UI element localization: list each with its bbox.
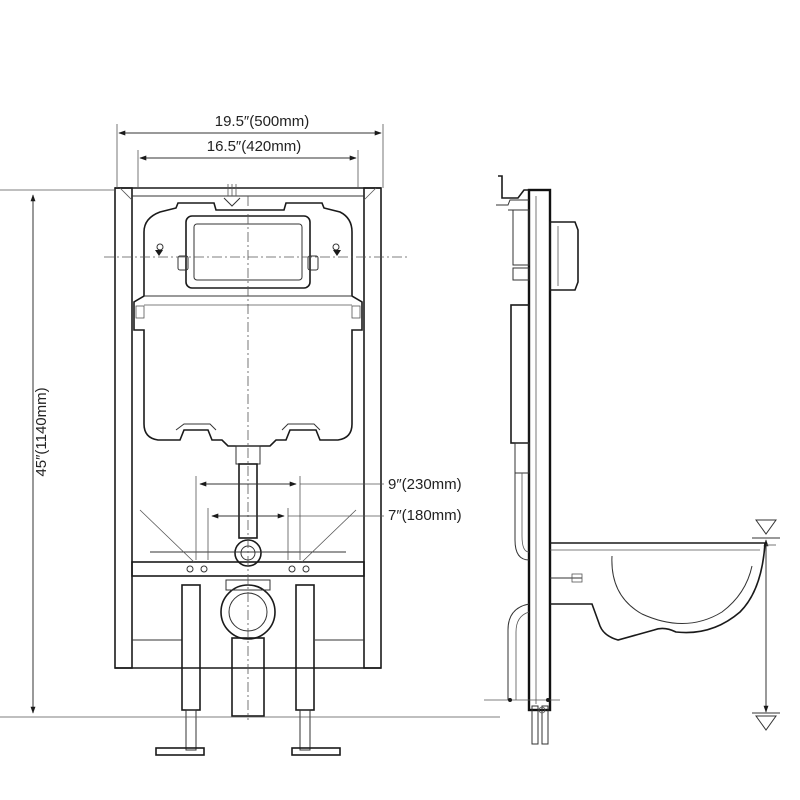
side-cistern-top	[512, 209, 530, 266]
inner-width-label: 16.5″(420mm)	[207, 138, 302, 155]
support-legs	[155, 584, 341, 756]
side-flush-pipe	[514, 473, 530, 561]
rim-level-marker	[755, 519, 777, 535]
level-marker-left	[155, 250, 163, 256]
outer-width-label: 19.5″(500mm)	[215, 113, 310, 130]
flush-pipe	[234, 445, 262, 567]
side-view	[484, 175, 780, 745]
height-label: 45″(1140mm)	[33, 387, 50, 476]
side-drain-pipe	[507, 603, 530, 700]
dimension-labels: 19.5″(500mm) 16.5″(420mm) 45″(1140mm) 9″…	[33, 113, 462, 524]
top-hook	[498, 175, 529, 199]
level-marker-right	[333, 250, 341, 256]
bowl-inner-contour	[611, 555, 753, 624]
side-frame	[527, 188, 552, 712]
floor-level-marker	[755, 715, 777, 731]
flush-plate	[549, 221, 579, 291]
narrow-spacing-label: 7″(180mm)	[388, 507, 462, 524]
front-view	[104, 184, 410, 756]
toilet-bowl	[550, 542, 766, 641]
side-cistern-body	[510, 304, 530, 444]
wide-spacing-label: 9″(230mm)	[388, 476, 462, 493]
dimension-lines	[0, 124, 500, 718]
